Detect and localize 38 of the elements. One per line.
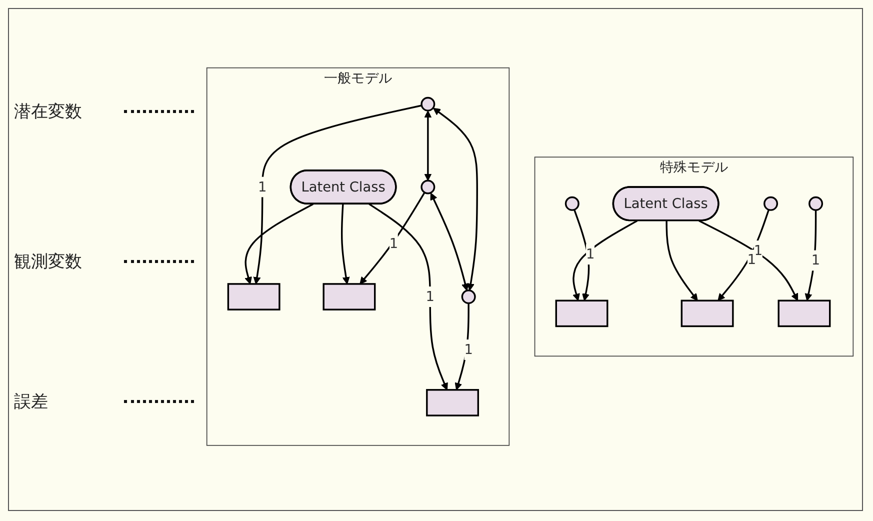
row-label: 潜在変数 <box>14 101 82 123</box>
arrow <box>253 105 422 285</box>
edge-label: 1 <box>747 252 756 268</box>
row-label: 誤差 <box>14 391 48 413</box>
arrow <box>718 210 770 302</box>
node-circle <box>564 196 580 212</box>
edge-label: 1 <box>464 342 473 358</box>
edge-label: 1 <box>426 288 434 305</box>
arrow <box>454 304 470 391</box>
edge-label: 1 <box>258 178 267 196</box>
arrow <box>433 108 478 292</box>
arrow <box>574 210 590 302</box>
node-box <box>778 300 831 328</box>
arrow <box>572 220 638 302</box>
arrow <box>804 210 817 302</box>
arrow <box>360 192 426 285</box>
node-box <box>426 389 479 417</box>
node-circle <box>461 290 476 304</box>
edge-label: 1 <box>811 252 820 269</box>
arrow <box>244 204 314 285</box>
arrow <box>698 220 798 302</box>
node-box <box>680 300 734 328</box>
arrow <box>424 110 432 182</box>
node-circle <box>420 97 436 112</box>
row-label: 観測変数 <box>14 251 82 273</box>
arrow <box>340 204 350 285</box>
node-box <box>227 283 280 311</box>
edge-label: 1 <box>754 242 763 259</box>
arrow <box>368 204 448 391</box>
edge-label: 1 <box>389 236 398 252</box>
arrow <box>666 221 698 302</box>
node-circle <box>764 196 778 212</box>
edge-label: 1 <box>586 246 595 262</box>
arrow <box>430 193 469 292</box>
node-box <box>322 283 376 311</box>
node-circle <box>420 180 436 195</box>
node-circle <box>808 196 824 212</box>
node-box <box>555 300 608 328</box>
